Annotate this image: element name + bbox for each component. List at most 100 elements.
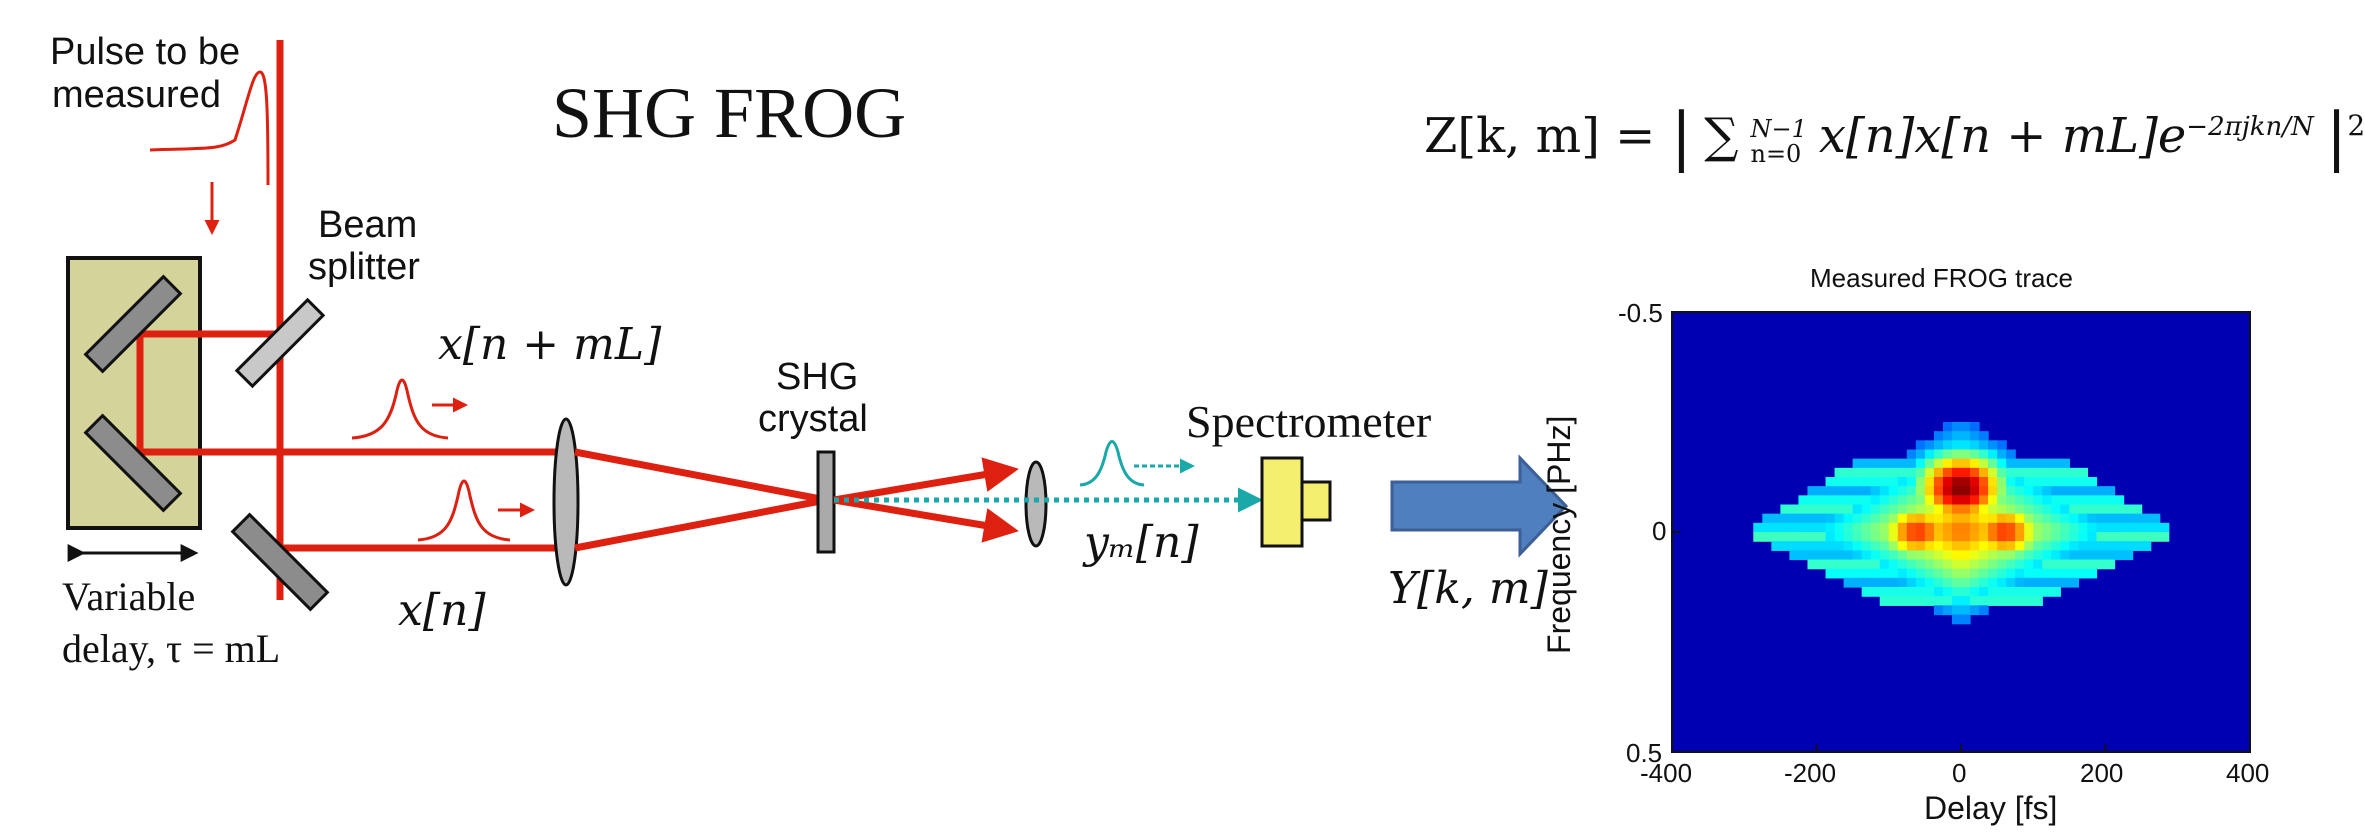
heatmap-cell xyxy=(1979,504,1989,515)
heatmap-cell xyxy=(1979,477,1989,487)
heatmap-cell xyxy=(1951,614,1962,625)
heatmap-cell xyxy=(2159,522,2170,533)
heatmap-cell xyxy=(2033,596,2043,606)
heatmap-cell xyxy=(1951,440,1962,451)
heatmap-cell xyxy=(1861,504,1872,515)
heatmap-cell xyxy=(2078,550,2089,561)
heatmap-cell xyxy=(2069,477,2080,487)
heatmap-cell xyxy=(1870,458,1881,469)
heatmap-cell xyxy=(1879,467,1890,478)
heatmap-cell xyxy=(1807,495,1818,506)
heatmap-cell xyxy=(2150,513,2161,524)
heatmap-cell xyxy=(1798,541,1809,551)
heatmap-cell xyxy=(1861,568,1872,579)
equation-exponent: −2πjkn/N xyxy=(2186,112,2314,142)
heatmap-cell xyxy=(1961,522,1971,533)
heatmap-cell xyxy=(1879,587,1890,597)
heatmap-cell xyxy=(1870,477,1881,487)
heatmap-cell xyxy=(2042,477,2052,487)
heatmap-cell xyxy=(1970,605,1980,616)
heatmap-cell xyxy=(2087,477,2098,487)
beam-splitter xyxy=(234,297,326,389)
heatmap-cell xyxy=(1798,504,1809,515)
heatmap-cell xyxy=(2060,458,2070,469)
heatmap-cell xyxy=(2033,559,2043,570)
heatmap-cell xyxy=(1942,495,1953,506)
heatmap-cell xyxy=(1879,495,1890,506)
heatmap-cell xyxy=(1942,513,1953,524)
heatmap-cell xyxy=(1942,422,1953,432)
heatmap-cell xyxy=(1870,504,1881,515)
heatmap-cell xyxy=(1762,532,1772,542)
heatmap-cell xyxy=(2006,449,2016,460)
heatmap-cell xyxy=(1961,559,1971,570)
heatmap-cell xyxy=(2015,522,2025,533)
heatmap-cell xyxy=(2042,458,2052,469)
heatmap-cell xyxy=(1861,532,1872,542)
heatmap-cell xyxy=(1816,550,1827,561)
heatmap-cell xyxy=(1970,458,1980,469)
heatmap-cell xyxy=(2015,587,2025,597)
heatmap-cell xyxy=(1961,596,1971,606)
heatmap-cell xyxy=(1979,568,1989,579)
heatmap-cell xyxy=(1879,568,1890,579)
heatmap-cell xyxy=(1970,504,1980,515)
mirror-upper xyxy=(83,274,183,374)
heatmap-cell xyxy=(1961,614,1971,625)
heatmap-cell xyxy=(1798,550,1809,561)
heatmap-cell xyxy=(1753,522,1763,533)
heatmap-cell xyxy=(2015,541,2025,551)
heatmap-cell xyxy=(1979,550,1989,561)
heatmap-cell xyxy=(1988,596,1998,606)
heatmap-cell xyxy=(2051,467,2061,478)
heatmap-cell xyxy=(2123,532,2134,542)
heatmap-cell xyxy=(1762,522,1772,533)
heatmap-cell xyxy=(1825,541,1836,551)
heatmap-cell xyxy=(1942,577,1953,588)
heatmap-cell xyxy=(1888,559,1899,570)
heatmap-cell xyxy=(2132,541,2143,551)
y-tick-1: 0 xyxy=(1652,516,1667,546)
heatmap-cell xyxy=(2006,504,2016,515)
heatmap-cell xyxy=(1834,477,1845,487)
heatmap-cell xyxy=(1924,550,1935,561)
heatmap-cell xyxy=(1906,495,1917,506)
heatmap-cell xyxy=(2078,522,2089,533)
heatmap-cell xyxy=(1951,605,1962,616)
heatmap-cell xyxy=(1879,532,1890,542)
heatmap-cell xyxy=(1906,458,1917,469)
heatmap-cell xyxy=(2078,568,2089,579)
heatmap-cell xyxy=(1951,477,1962,487)
heatmap-cell xyxy=(1870,532,1881,542)
heatmap-cell xyxy=(1970,559,1980,570)
heatmap-cell xyxy=(1915,559,1926,570)
heatmap-cell xyxy=(1924,467,1935,478)
heatmap-cell xyxy=(1970,486,1980,496)
heatmap-cell xyxy=(2060,522,2070,533)
heatmap-cell xyxy=(2024,504,2034,515)
shg-pulse xyxy=(1079,440,1195,487)
heatmap-cell xyxy=(2006,513,2016,524)
heatmap-cell xyxy=(2060,513,2070,524)
heatmap-cell xyxy=(1816,522,1827,533)
heatmap-cell xyxy=(1825,532,1836,542)
heatmap-cell xyxy=(2087,513,2098,524)
heatmap-cell xyxy=(2051,495,2061,506)
heatmap-cell xyxy=(1970,477,1980,487)
heatmap-cell xyxy=(1861,577,1872,588)
spectrometer-icon xyxy=(1260,456,1332,548)
heatmap-cell xyxy=(1780,513,1791,524)
heatmap-cell xyxy=(1933,596,1944,606)
heatmap-cell xyxy=(1933,541,1944,551)
heatmap-cell xyxy=(2042,522,2052,533)
heatmap-cell xyxy=(1979,577,1989,588)
heatmap-cell xyxy=(1951,522,1962,533)
heatmap-cell xyxy=(1906,522,1917,533)
heatmap-cell xyxy=(1970,550,1980,561)
heatmap-cell xyxy=(1988,495,1998,506)
heatmap-cell xyxy=(1933,486,1944,496)
heatmap-cell xyxy=(1961,458,1971,469)
heatmap-cell xyxy=(1961,532,1971,542)
heatmap-cell xyxy=(1988,449,1998,460)
heatmap-cell xyxy=(2042,541,2052,551)
